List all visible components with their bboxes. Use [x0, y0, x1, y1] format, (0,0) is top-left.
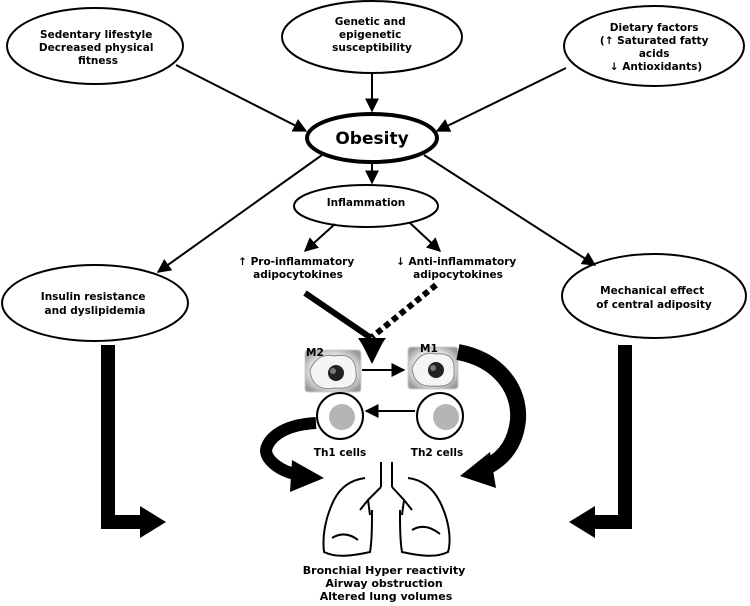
genetic-line-3: susceptibility	[332, 42, 412, 54]
inflammation-node: Inflammation	[293, 184, 439, 228]
arrow-dietary-to-obesity	[435, 67, 567, 132]
l-arrow-mechanical	[569, 345, 632, 538]
arrow-obesity-to-mechanical	[423, 154, 597, 266]
lungs-icon	[322, 462, 451, 557]
m2-label: M2	[306, 347, 324, 359]
svg-text:Sedentary lifestyle Decr: Sedentary lifestyle Decreased physical f…	[39, 29, 157, 67]
svg-text:Insulin resistance and d: Insulin resistance and dyslipidemia	[41, 291, 149, 317]
outcome-lung-volumes: Altered lung volumes	[320, 590, 453, 603]
arrow-inflammation-to-pro	[303, 223, 336, 252]
mechanical-line-2: of central adiposity	[596, 299, 712, 311]
dietary-line-1: Dietary factors	[610, 22, 699, 34]
insulin-line-1: Insulin resistance	[41, 291, 146, 303]
outcome-airway: Airway obstruction	[325, 577, 442, 590]
inflammation-label: Inflammation	[327, 197, 406, 209]
obesity-node: Obesity	[305, 112, 439, 164]
arrow-anti-dashed	[370, 282, 438, 340]
mechanical-line-1: Mechanical effect	[600, 285, 704, 297]
anti-inflammatory-label: ↓ Anti-inflammatory adipocytokines	[396, 256, 520, 281]
arrow-sedentary-to-obesity	[175, 64, 308, 132]
svg-text:Dietary factors (↑ Satur: Dietary factors (↑ Saturated fatty acids…	[600, 22, 712, 73]
svg-text:Genetic and epigenetic: Genetic and epigenetic susceptibility	[332, 16, 412, 54]
dietary-line-2: (↑ Saturated fatty	[600, 35, 709, 47]
sedentary-line-1: Sedentary lifestyle	[40, 29, 152, 41]
sedentary-node: Sedentary lifestyle Decreased physical f…	[6, 7, 184, 85]
m2-macrophage	[304, 349, 362, 393]
insulin-line-2: and dyslipidemia	[45, 305, 146, 317]
m1-macrophage	[407, 346, 459, 390]
svg-text:Mechanical effect of cen: Mechanical effect of central adiposity	[596, 285, 712, 311]
curved-arrow-th1-to-lungs	[259, 417, 324, 492]
sedentary-line-3: fitness	[78, 55, 118, 67]
arrowhead-converge-shape	[360, 340, 384, 364]
dietary-line-4: ↓ Antioxidants)	[610, 61, 702, 73]
l-arrow-insulin	[101, 345, 166, 538]
arrow-pro-solid	[303, 290, 373, 341]
pro-inflammatory-label: ↑ Pro-inflammatory adipocytokines	[238, 256, 358, 281]
genetic-node: Genetic and epigenetic susceptibility	[281, 0, 463, 74]
outcome-bronchial: Bronchial Hyper reactivity	[303, 564, 466, 577]
mechanical-node: Mechanical effect of central adiposity	[561, 253, 747, 339]
genetic-line-2: epigenetic	[339, 29, 401, 41]
arrow-inflammation-to-anti	[409, 222, 442, 252]
th1-cell	[316, 392, 364, 440]
sedentary-line-2: Decreased physical	[39, 42, 154, 54]
th2-cell	[416, 392, 464, 440]
outcomes-text: Bronchial Hyper reactivity Airway obstru…	[303, 564, 469, 603]
th2-label: Th2 cells	[411, 447, 463, 459]
arrow-obesity-to-insulin	[156, 154, 323, 273]
curved-arrow-m1-to-lungs	[456, 344, 527, 488]
genetic-line-1: Genetic and	[335, 16, 406, 28]
obesity-label: Obesity	[335, 129, 408, 149]
th1-label: Th1 cells	[314, 447, 366, 459]
dietary-node: Dietary factors (↑ Saturated fatty acids…	[563, 5, 745, 87]
m1-label: M1	[420, 343, 438, 355]
insulin-node: Insulin resistance and dyslipidemia	[1, 264, 189, 342]
dietary-line-3: acids	[639, 48, 670, 60]
